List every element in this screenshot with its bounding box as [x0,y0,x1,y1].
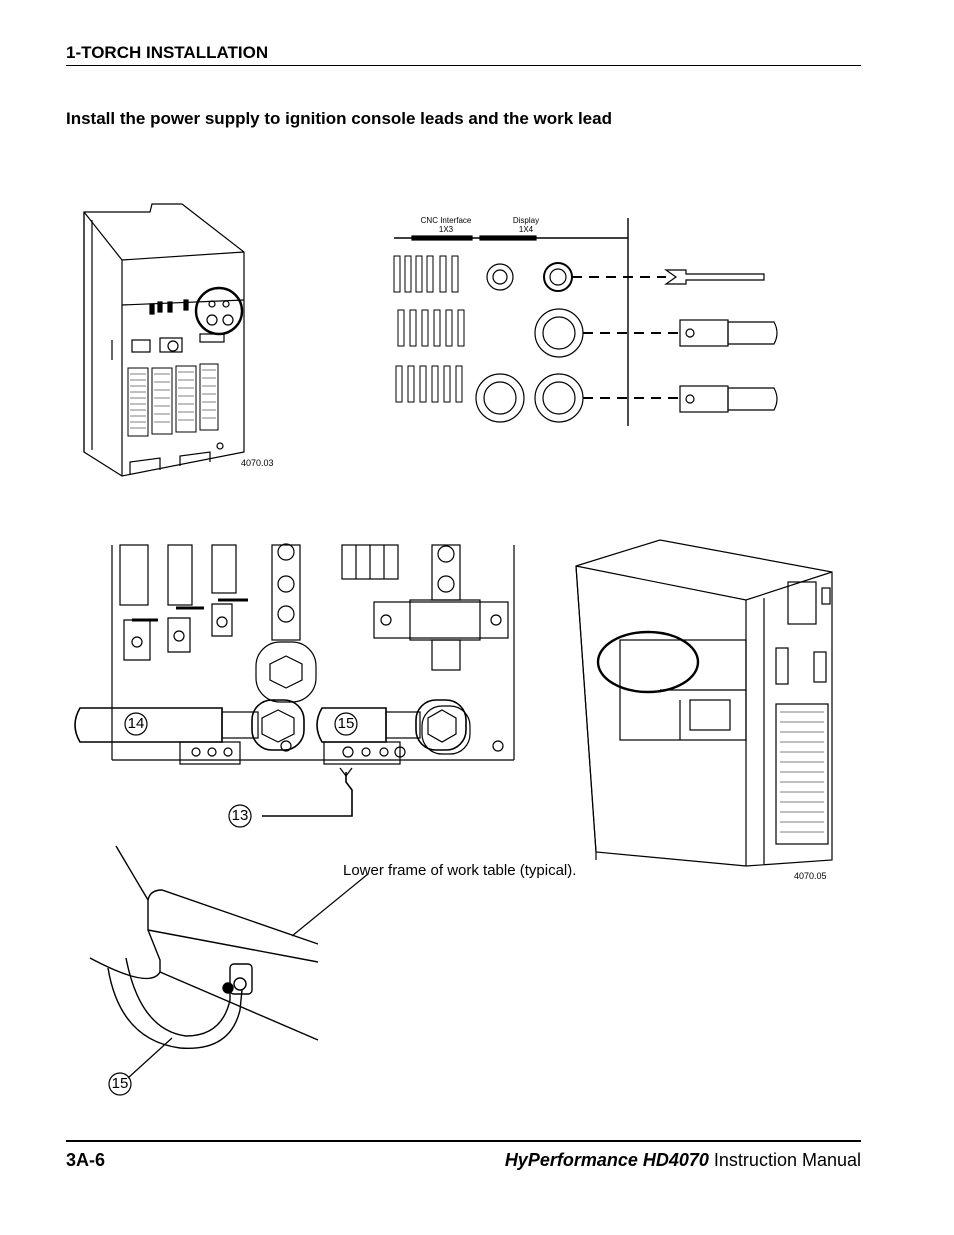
detail-circle-bottom [596,630,700,694]
cnc-interface-name: CNC Interface [420,216,472,225]
detail-circle-top [194,286,244,336]
callout-13: 13 [231,807,249,824]
footer-rule [66,1140,861,1142]
callout-circle-15-lower [108,1072,132,1096]
figure-code-bottom: 4070.05 [794,871,827,881]
brand-name: HyPerformance HD4070 [504,1150,709,1170]
manual-suffix: Instruction Manual [708,1150,861,1170]
cnc-interface-id: 1X3 [438,225,454,234]
page-number: 3A-6 [66,1150,106,1170]
work-table-label: Lower frame of work table (typical). [343,862,577,879]
page-title: Install the power supply to ignition con… [66,109,612,128]
callout-circle-14 [124,712,148,736]
work-table-frame-drawing [89,845,319,1050]
callout-circle-15 [334,712,358,736]
terminal-panel-drawing [74,543,515,817]
power-supply-cabinet-drawing [83,203,245,477]
ignition-console-cabinet-drawing [575,539,833,867]
connector-panel-detail [393,218,778,426]
display-label: Display 1X4 [500,216,552,234]
cnc-interface-label: CNC Interface 1X3 [410,216,482,234]
callout-15-lower: 15 [111,1075,129,1092]
figure-code-top: 4070.03 [241,458,274,468]
display-name: Display [512,216,540,225]
callout-circle-13 [228,804,252,828]
header-rule [66,65,861,66]
callout-15: 15 [337,715,355,732]
callout-14: 14 [127,715,145,732]
manual-title: HyPerformance HD4070 Instruction Manual [505,1150,861,1171]
display-id: 1X4 [518,225,534,234]
section-header: 1-TORCH INSTALLATION [66,43,269,62]
cabinet-vents [127,363,219,437]
